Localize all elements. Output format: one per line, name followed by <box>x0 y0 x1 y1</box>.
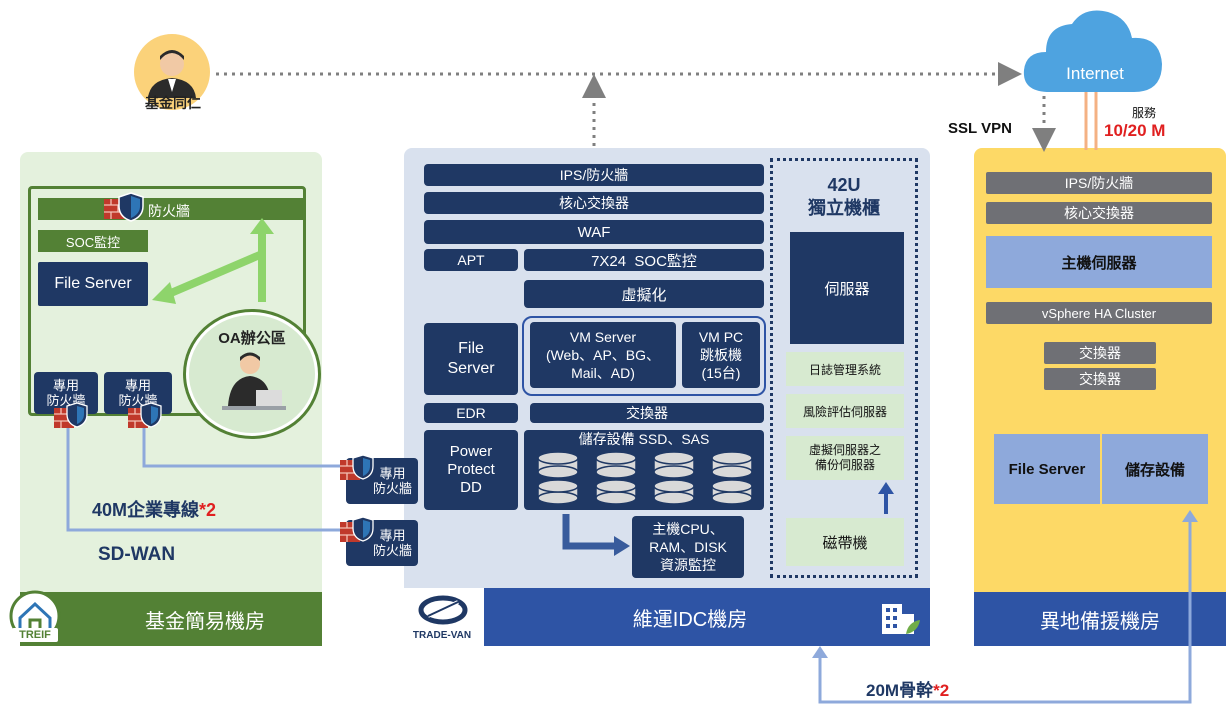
core-switch: 核心交換器 <box>424 192 764 214</box>
risk-server: 風險評估伺服器 <box>786 394 904 428</box>
line-speed-label: 40M企業專線*2 <box>92 496 216 522</box>
backup-switch-1: 交換器 <box>1044 342 1156 364</box>
disk-icon <box>711 479 753 505</box>
backbone-multiplier: *2 <box>933 681 950 700</box>
person-icon <box>148 50 196 98</box>
backup-ips-firewall: IPS/防火牆 <box>986 172 1212 194</box>
backbone-text: 20M骨幹 <box>866 681 934 700</box>
resource-monitor: 主機CPU、 RAM、DISK 資源監控 <box>632 516 744 578</box>
user-label: 基金同仁 <box>145 95 201 111</box>
disk-icon <box>653 451 695 479</box>
file-server: File Server <box>38 262 148 306</box>
dedicated-firewall-1: 專用 防火牆 <box>34 372 98 414</box>
building-icon <box>878 598 922 638</box>
vm-backup-server: 虛擬伺服器之 備份伺服器 <box>786 436 904 480</box>
shield-icon <box>352 454 374 480</box>
vm-pc: VM PC 跳板機 (15台) <box>682 322 760 388</box>
disk-icon <box>595 479 637 505</box>
idc-title: 維運IDC機房 <box>632 608 748 631</box>
shield-icon <box>66 402 88 428</box>
disk-icon <box>537 479 579 505</box>
disk-icon <box>711 451 753 479</box>
backup-core-switch: 核心交換器 <box>986 202 1212 224</box>
log-system: 日誌管理系統 <box>786 352 904 386</box>
treif-logo-text: TREIF <box>12 628 58 642</box>
shield-icon <box>352 516 374 542</box>
file-server: File Server <box>424 323 518 395</box>
rack-server: 伺服器 <box>790 232 904 344</box>
vsphere-cluster: vSphere HA Cluster <box>986 302 1212 324</box>
fund-room-title: 基金簡易機房 <box>145 610 265 633</box>
vm-server: VM Server (Web、AP、BG、 Mail、AD) <box>530 322 676 388</box>
internet-label: Internet <box>1066 64 1124 83</box>
fund-room-inner-border <box>28 186 306 416</box>
ssl-vpn-label: SSL VPN <box>948 120 1012 137</box>
rack-title: 42U 獨立機櫃 <box>808 175 880 218</box>
dedicated-firewall-2: 專用 防火牆 <box>104 372 172 414</box>
backup-room-title: 異地備援機房 <box>1040 610 1160 633</box>
edr: EDR <box>424 403 518 423</box>
backup-switch-2: 交換器 <box>1044 368 1156 390</box>
user-avatar <box>134 34 210 110</box>
sdwan-label: SD-WAN <box>98 544 176 565</box>
backup-host-server: 主機伺服器 <box>986 236 1212 288</box>
virtualization: 虛擬化 <box>524 280 764 308</box>
tradevan-logo <box>410 590 476 630</box>
service-speed: 10/20 M <box>1104 121 1166 140</box>
fund-room-title-bar <box>20 592 322 646</box>
office-worker-icon <box>216 348 290 422</box>
disk-icon <box>595 451 637 479</box>
service-label: 服務 <box>1132 106 1157 120</box>
shield-icon <box>118 192 144 222</box>
oa-label: OA辦公區 <box>218 329 286 347</box>
disk-icons <box>537 451 753 505</box>
backup-file-server: File Server <box>994 434 1100 504</box>
disk-icon <box>653 479 695 505</box>
waf: WAF <box>424 220 764 244</box>
line-speed-text: 40M企業專線 <box>92 500 200 520</box>
backup-storage: 儲存設備 <box>1102 434 1208 504</box>
tape-drive: 磁帶機 <box>786 518 904 566</box>
idc-dedicated-firewall-1: 專用 防火牆 <box>346 458 418 504</box>
soc-7x24: 7X24 SOC監控 <box>524 249 764 271</box>
line-speed-multiplier: *2 <box>199 500 217 520</box>
backbone-label: 20M骨幹*2 <box>866 676 949 701</box>
disk-icon <box>537 451 579 479</box>
shield-icon <box>140 402 162 428</box>
firewall-label: 防火牆 <box>148 203 190 219</box>
internet-cloud <box>1020 4 1166 96</box>
soc-monitor: SOC監控 <box>38 230 148 252</box>
power-protect-dd: Power Protect DD <box>424 430 518 510</box>
storage-label: 儲存設備 SSD、SAS <box>578 431 710 447</box>
vm-group-outline <box>522 316 766 396</box>
idc-dedicated-firewall-2: 專用 防火牆 <box>346 520 418 566</box>
apt: APT <box>424 249 518 271</box>
tradevan-logo-text: TRADE-VAN <box>412 629 472 641</box>
switch: 交換器 <box>530 403 764 423</box>
ips-firewall: IPS/防火牆 <box>424 164 764 186</box>
cloud-icon <box>1023 10 1162 92</box>
